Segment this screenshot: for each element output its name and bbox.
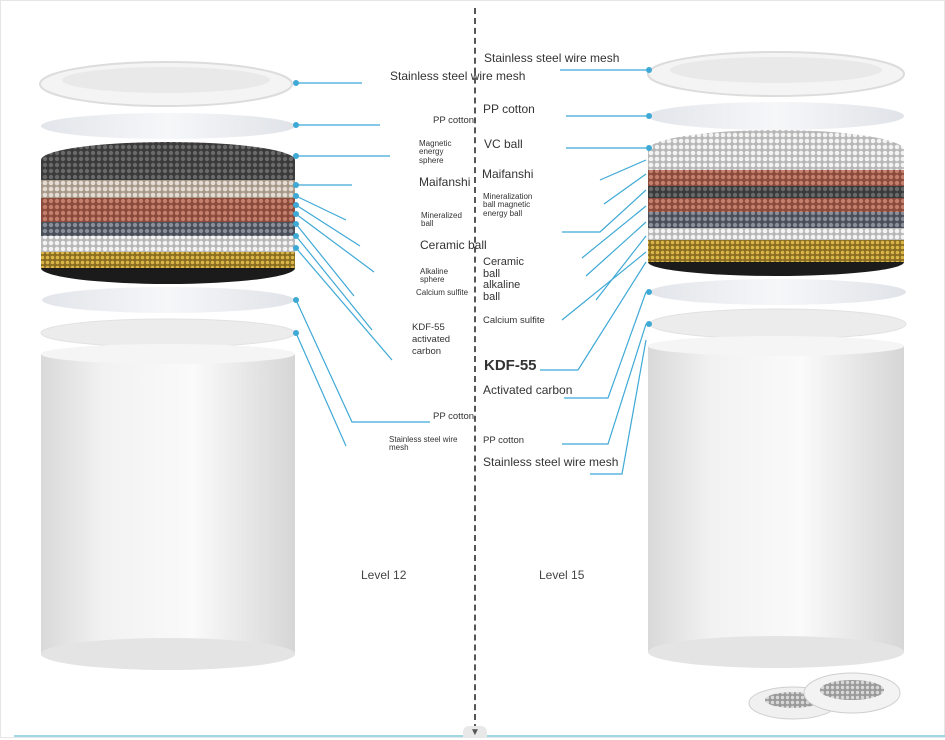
chevron-down-icon[interactable]: ▼ [463,726,487,738]
right-stack [647,51,907,720]
left-label-calcium: Calcium sulfite [416,288,469,297]
left-label-mesh-bottom: Stainless steel wire mesh [389,435,458,453]
left-label-pp-cotton-bottom: PP cotton [433,411,475,422]
right-label-kdf: KDF-55 [484,357,537,374]
right-label-vc-ball: VC ball [484,137,523,151]
left-level-label: Level 12 [361,568,407,582]
right-label-mesh-bottom: Stainless steel wire mesh [483,455,619,469]
left-label-ceramic: Ceramic ball [420,238,487,252]
left-label-mineralized: Mineralized ball [421,211,462,229]
right-label-mesh-top: Stainless steel wire mesh [484,51,620,65]
right-leader-dots [646,67,652,327]
left-label-mesh-top: Stainless steel wire mesh [390,69,526,83]
left-leader-lines [295,82,430,447]
right-label-mineralization: Mineralization ball magnetic energy ball [483,192,533,218]
left-label-pp-cotton-top: PP cotton [433,115,475,126]
right-label-maifanshi: Maifanshi [482,167,534,181]
right-level-label: Level 15 [539,568,585,582]
right-leader-lines [540,69,647,475]
right-label-calcium: Calcium sulfite [483,315,545,326]
center-divider [474,8,476,730]
right-label-pp-cotton-top: PP cotton [483,102,535,116]
left-label-maifanshi: Maifanshi [419,175,471,189]
left-label-kdf: KDF-55 activated carbon [412,322,451,357]
left-label-alkaline: Alkaline sphere [420,267,449,285]
left-stack [39,61,296,670]
left-label-magnetic: Magnetic energy sphere [419,139,452,165]
right-label-activated: Activated carbon [483,383,573,397]
right-label-ceramic-alkaline: Ceramic ball alkaline ball [483,256,524,303]
right-label-pp-cotton-bottom: PP cotton [483,435,525,446]
left-leader-dots [293,80,299,336]
